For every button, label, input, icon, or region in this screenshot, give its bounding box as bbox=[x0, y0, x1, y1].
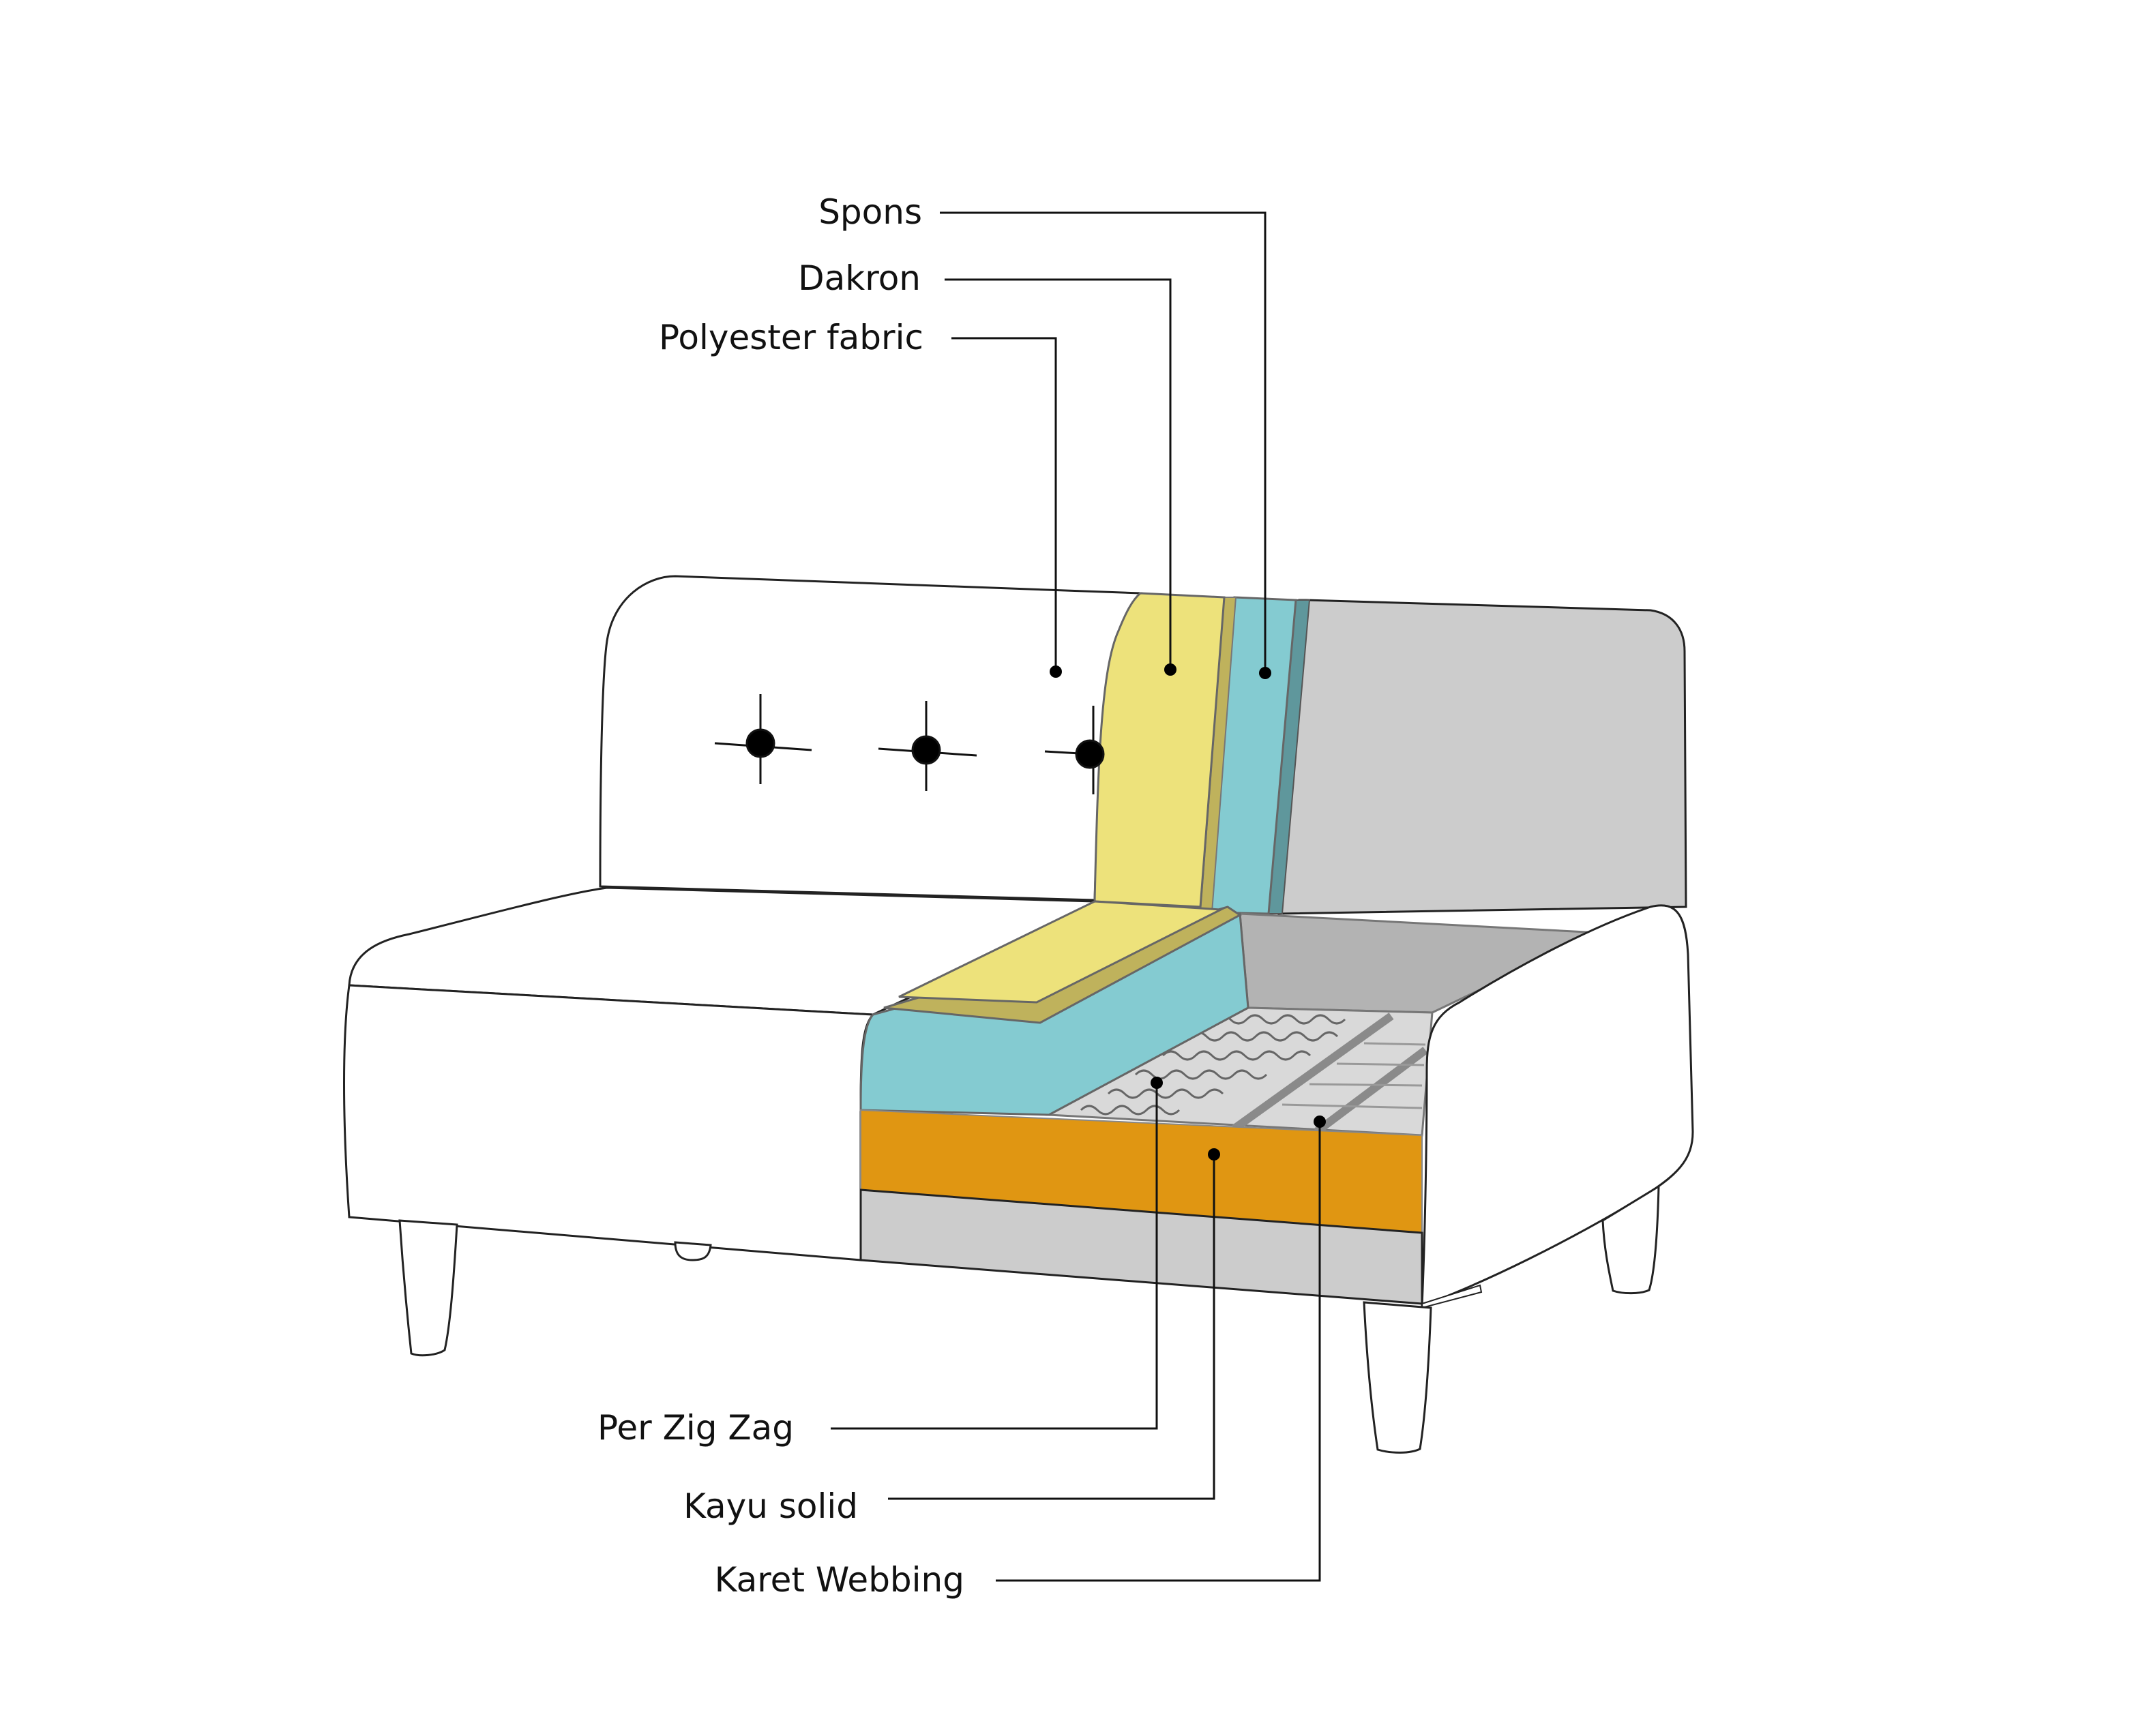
callout-dot-spons bbox=[1259, 667, 1271, 679]
sofa-leg bbox=[398, 1219, 458, 1357]
backrest-fabric bbox=[599, 575, 1143, 901]
label-per-zig-zag: Per Zig Zag bbox=[597, 1408, 794, 1448]
tufting-button bbox=[911, 735, 941, 765]
leader-dakron bbox=[945, 278, 1172, 670]
callout-dot-per-zig-zag bbox=[1151, 1077, 1163, 1089]
leader-per-zig-zag bbox=[831, 1083, 1158, 1430]
label-polyester-fabric: Polyester fabric bbox=[659, 318, 923, 357]
callout-labels: Spons Dakron Polyester fabric Per Zig Za… bbox=[597, 192, 964, 1600]
label-kayu-solid: Kayu solid bbox=[683, 1486, 858, 1526]
sofa-leg bbox=[1363, 1301, 1432, 1454]
callout-dot-polyester-fabric bbox=[1050, 665, 1062, 678]
leader-spons bbox=[940, 211, 1267, 673]
webbing-cross-lines bbox=[1282, 1042, 1426, 1109]
seat-dakron bbox=[898, 900, 1225, 1004]
callout-dot-karet-webbing bbox=[1314, 1116, 1326, 1128]
sofa-legs bbox=[398, 1184, 1660, 1454]
tufting-button bbox=[745, 728, 775, 758]
leader-kayu-solid bbox=[888, 1154, 1215, 1500]
callout-leaders bbox=[831, 211, 1321, 1582]
callout-dots bbox=[1050, 663, 1326, 1161]
leader-polyester-fabric bbox=[951, 337, 1057, 672]
sofa-leg bbox=[674, 1241, 712, 1261]
callout-dot-kayu-solid bbox=[1208, 1148, 1220, 1161]
leader-karet-webbing bbox=[996, 1122, 1321, 1582]
label-dakron: Dakron bbox=[798, 258, 921, 298]
seat-cushion-left bbox=[343, 886, 1097, 1261]
seat-front-panel bbox=[343, 984, 876, 1261]
backrest bbox=[599, 575, 1687, 915]
seat-cutaway bbox=[859, 900, 1600, 1305]
callout-dot-dakron bbox=[1164, 663, 1176, 676]
tufting-buttons bbox=[714, 694, 1105, 794]
label-karet-webbing: Karet Webbing bbox=[715, 1560, 964, 1600]
sofa-leg bbox=[1601, 1184, 1660, 1295]
backrest-frame bbox=[1277, 599, 1687, 915]
webbing-straps bbox=[1232, 1013, 1428, 1135]
label-spons: Spons bbox=[818, 192, 922, 232]
tufting-button bbox=[1075, 739, 1105, 769]
backrest-dakron bbox=[1093, 592, 1226, 908]
